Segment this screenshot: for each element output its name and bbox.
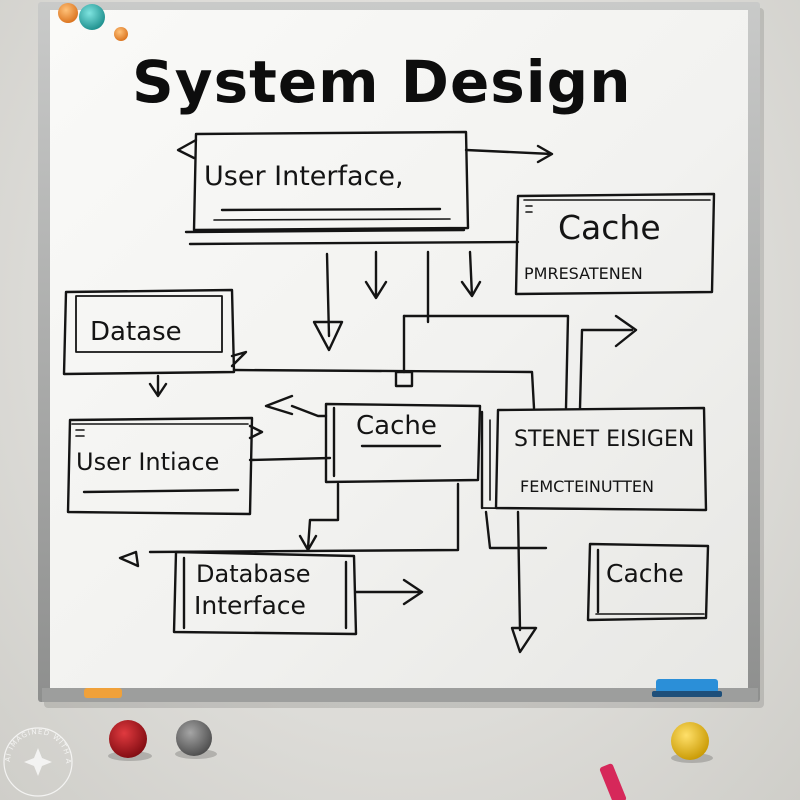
database-interface-box [172, 550, 424, 636]
user-interface-top-label: User Interface, [204, 161, 404, 192]
orange-marker [84, 688, 122, 698]
cache-top-label: Cache [558, 208, 661, 247]
user-intiace-box [66, 416, 332, 516]
orange-pin [114, 27, 128, 41]
yellow-magnet [671, 722, 709, 760]
user-interface-box-top [176, 130, 554, 234]
pink-marker [599, 763, 627, 800]
board-title: System Design [132, 48, 632, 116]
cache-top-sublabel: PMRESATENEN [524, 264, 643, 283]
ui-arrows [312, 250, 482, 352]
stenet-box [480, 406, 708, 512]
cache-middle-label: Cache [356, 411, 437, 441]
user-intiace-label: User Intiace [76, 448, 219, 476]
blue-eraser-base [652, 691, 722, 697]
stenet-sublabel: FEMCTEINUTTEN [520, 477, 654, 496]
gray-magnet [176, 720, 212, 756]
cache-bottom-label: Cache [606, 559, 684, 588]
database-label-line2: Interface [194, 591, 306, 620]
cache-box-middle [264, 394, 482, 484]
whiteboard [50, 10, 748, 690]
datase-box [62, 288, 248, 398]
orange-magnet [58, 3, 78, 23]
marker-tray [42, 688, 758, 702]
cache-box-bottom [586, 542, 710, 622]
teal-magnet [79, 4, 105, 30]
cache-box-top [188, 192, 716, 296]
database-label-line1: Database [196, 560, 311, 588]
connector-lines [232, 314, 638, 410]
lower-connectors [118, 482, 548, 654]
stenet-label: STENET EISIGEN [514, 427, 694, 452]
blue-eraser [656, 679, 718, 693]
datase-label: Datase [90, 317, 182, 347]
red-magnet [109, 720, 147, 758]
